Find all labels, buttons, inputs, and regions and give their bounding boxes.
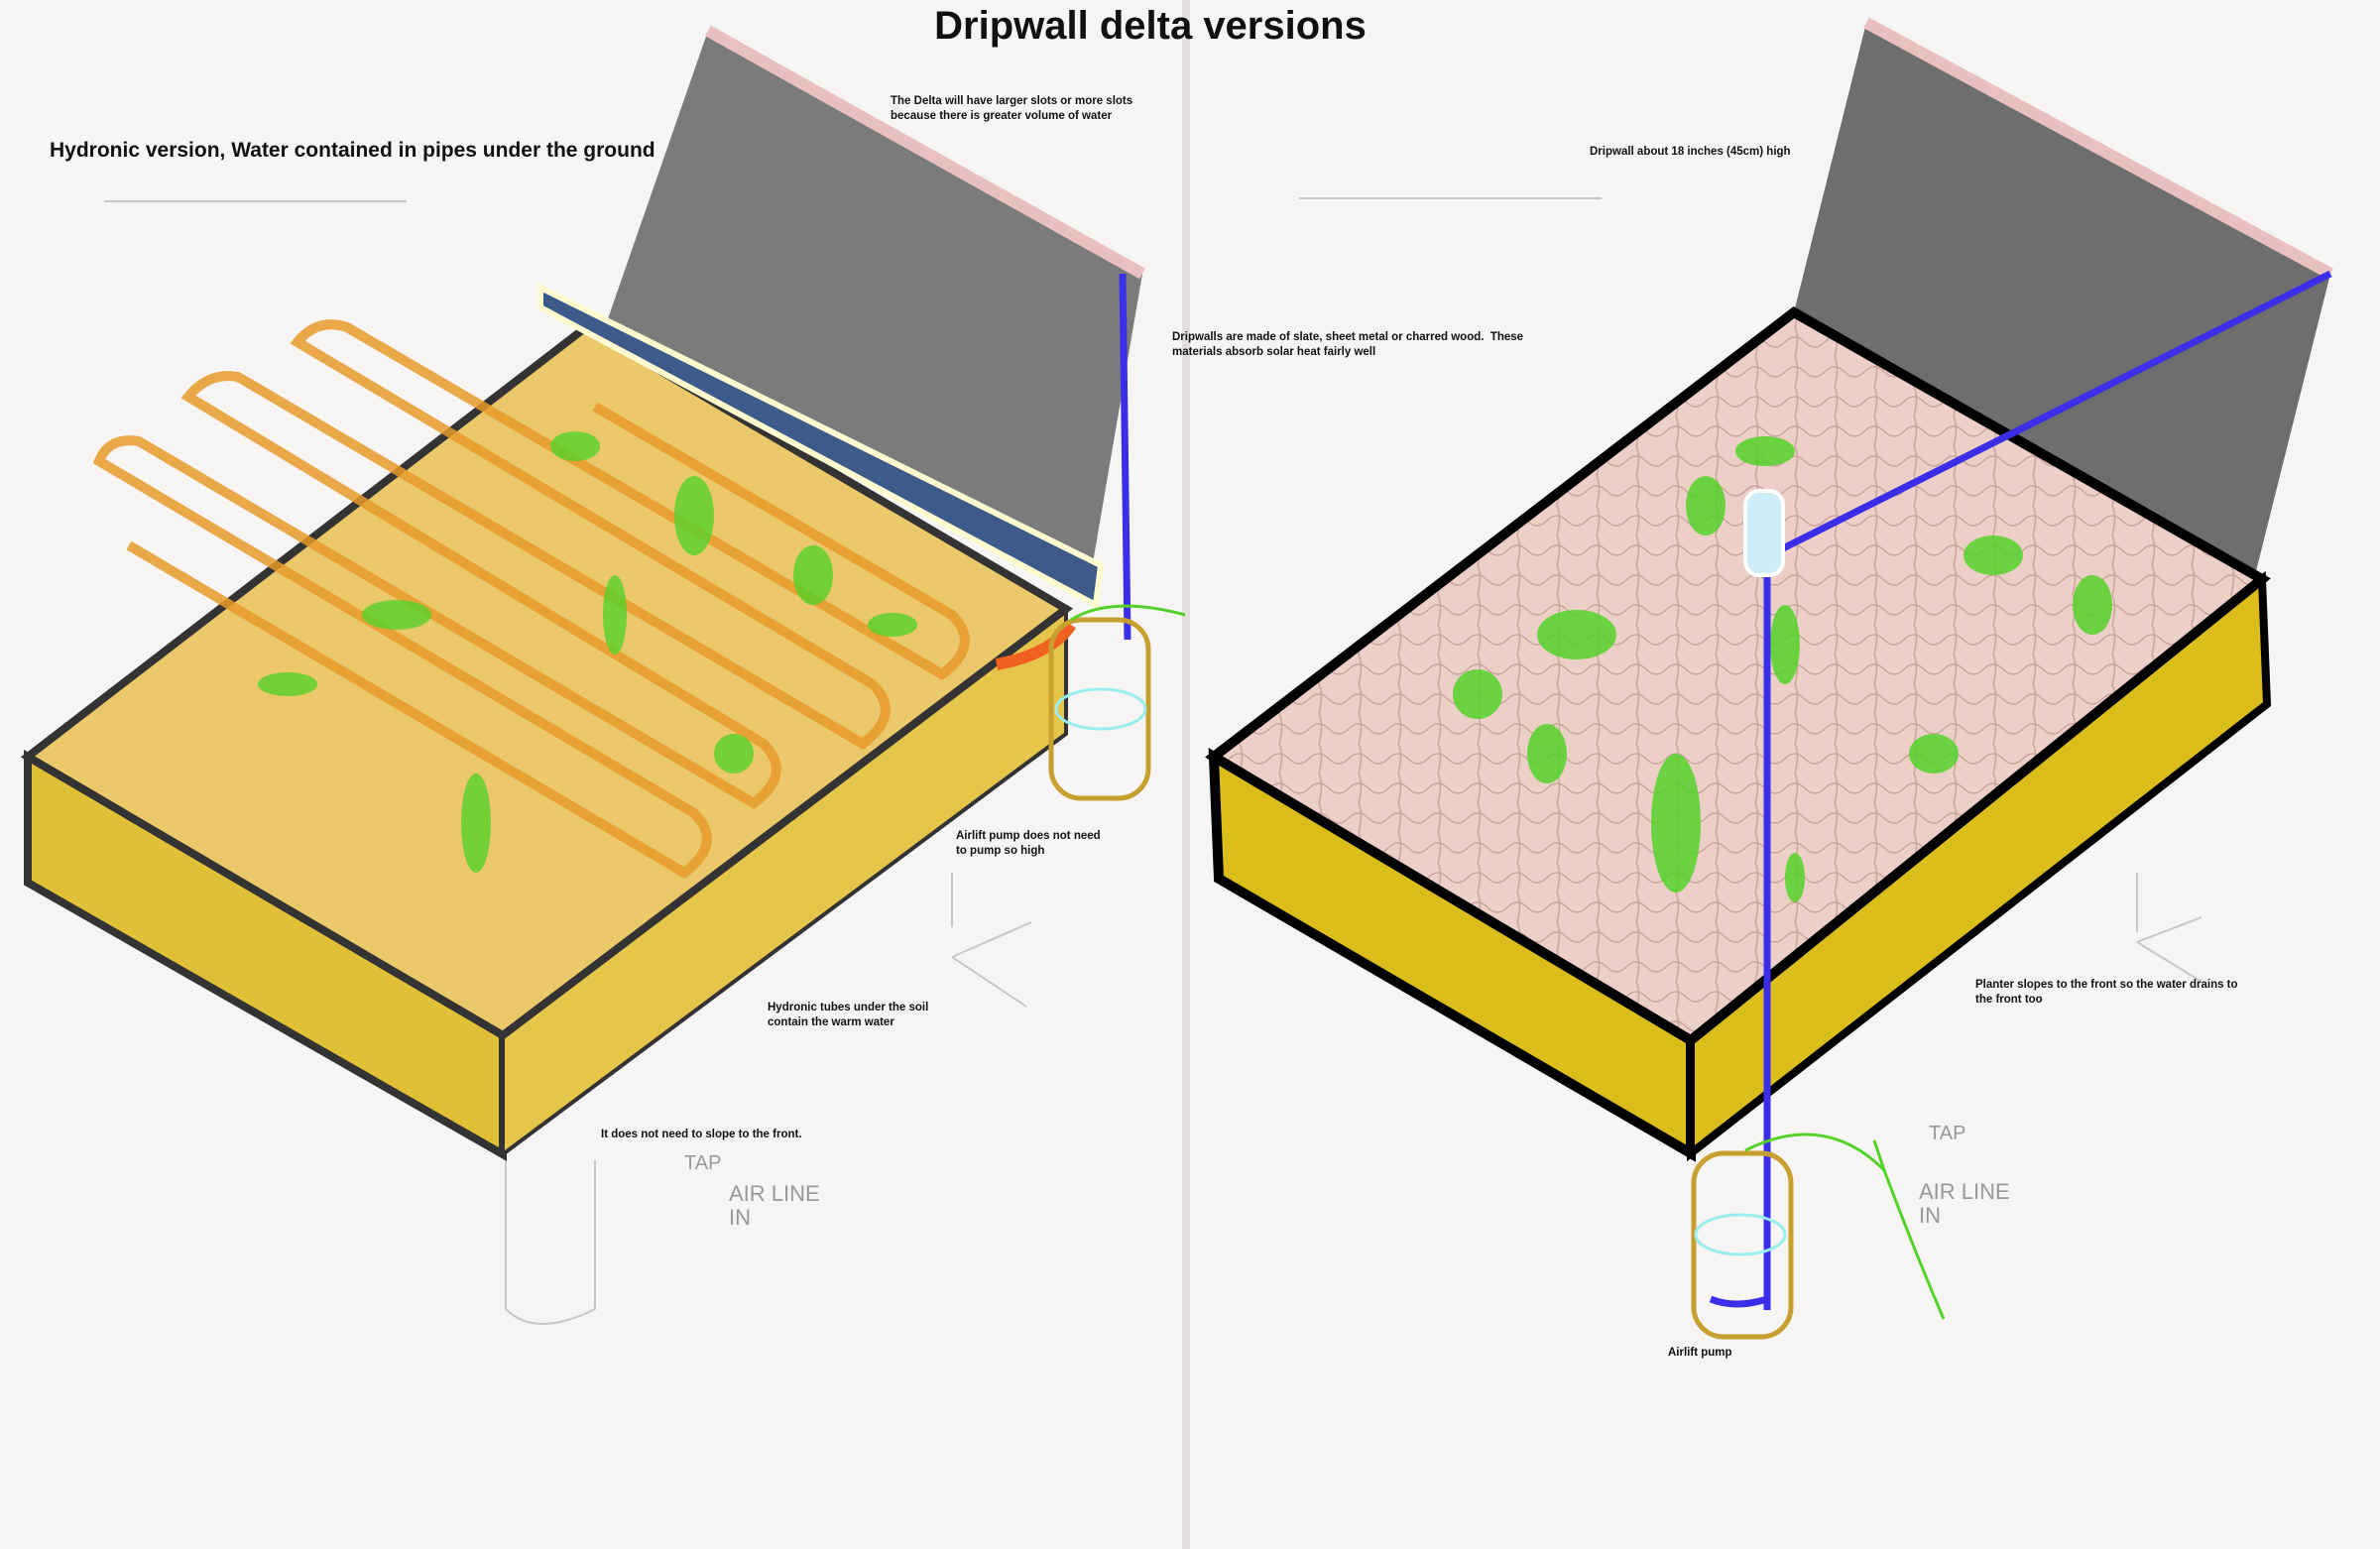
page-divider bbox=[1182, 0, 1190, 1549]
note-airlift-height: Airlift pump does not need to pump so hi… bbox=[956, 830, 1101, 857]
sketch-airline-label-right: AIR LINE IN bbox=[1919, 1179, 2010, 1228]
note-delta-slots: The Delta will have larger slots or more… bbox=[891, 95, 1133, 122]
faint-sketch-lines bbox=[104, 197, 2202, 1325]
left-hose bbox=[995, 621, 1076, 670]
page-title: Dripwall delta versions bbox=[934, 4, 1367, 48]
left-dripwall bbox=[537, 25, 1145, 610]
hydronic-tubes bbox=[92, 319, 970, 880]
right-airlift-jar bbox=[1691, 1132, 1946, 1340]
sketch-tap-label-left: TAP bbox=[684, 1152, 722, 1174]
note-no-slope: It does not need to slope to the front. bbox=[601, 1129, 802, 1140]
sketch-tap-label-right: TAP bbox=[1929, 1123, 1966, 1144]
plants bbox=[258, 431, 917, 873]
note-planter-slope: Planter slopes to the front so the water… bbox=[1975, 979, 2238, 1006]
left-pipe bbox=[1119, 273, 1131, 641]
sketch-airline-label-left: AIR LINE IN bbox=[729, 1181, 820, 1230]
delta-trough bbox=[537, 283, 1105, 610]
note-hydronic-tubes: Hydronic tubes under the soil contain th… bbox=[768, 1002, 929, 1028]
left-planter-box bbox=[20, 319, 1074, 1161]
note-dripwall-height: Dripwall about 18 inches (45cm) high bbox=[1590, 146, 1791, 158]
left-heading: Hydronic version, Water contained in pip… bbox=[50, 139, 655, 162]
left-airlift-jar bbox=[1048, 604, 1186, 801]
right-top-cup bbox=[1743, 489, 1785, 577]
note-materials: Dripwalls are made of slate, sheet metal… bbox=[1172, 331, 1524, 358]
right-soil-top bbox=[1205, 306, 2271, 1047]
plants bbox=[1453, 436, 2112, 902]
right-planter-box bbox=[1205, 306, 2272, 1162]
note-airlift-pump: Airlift pump bbox=[1668, 1347, 1732, 1359]
right-dripwall bbox=[1794, 17, 2333, 579]
